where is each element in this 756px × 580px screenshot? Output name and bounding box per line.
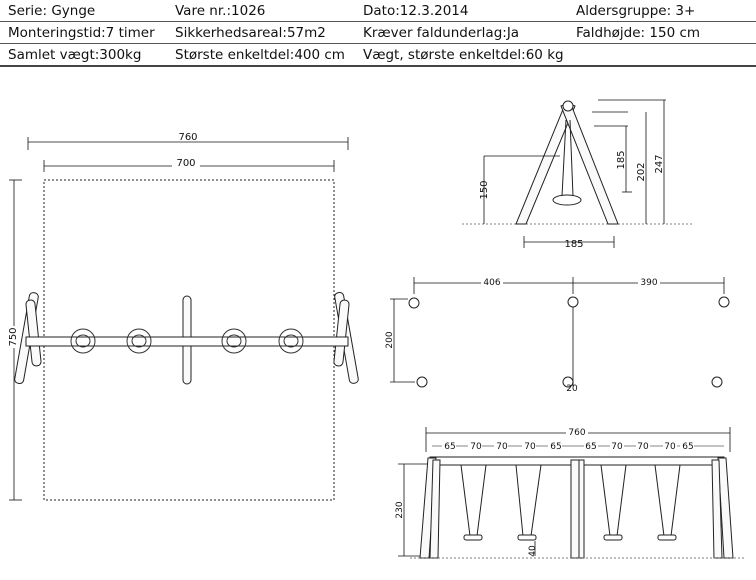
side-view: 150 185 202 247 185 [462,99,692,250]
segment-label: 70 [470,442,482,452]
dato-cell: Dato:12.3.2014 [355,0,568,22]
foundation-left-span-label: 406 [483,278,500,288]
info-table: Serie: Gynge Vare nr.:1026 Dato:12.3.201… [0,0,756,67]
faldunderlag-cell: Kræver faldunderlag:Ja [355,21,568,44]
foundation-view: 406 390 200 20 [385,276,730,394]
front-swings [460,464,681,537]
plan-view: 760 700 750 [7,132,359,501]
segment-label: 65 [682,442,693,452]
front-total-label: 760 [568,428,585,438]
segment-label: 65 [585,442,596,452]
vaegt-stoerste-cell: Vægt, største enkeltdel:60 kg [355,43,568,67]
side-base-label: 185 [564,239,583,250]
info-row: Monteringstid:7 timer Sikkerhedsareal:57… [0,21,756,44]
plan-seats [70,328,304,354]
side-total-height-label: 247 [654,154,665,173]
faldhoejde-cell: Faldhøjde: 150 cm [568,21,756,44]
front-view: 760 65 70 70 70 65 65 70 70 70 65 [395,426,745,559]
segment-label: 70 [637,442,649,452]
segment-label: 70 [664,442,676,452]
vare-nr-cell: Vare nr.:1026 [167,0,355,22]
foundation-right-span-label: 390 [640,278,657,288]
segment-label: 70 [611,442,623,452]
sikkerhedsareal-cell: Sikkerhedsareal:57m2 [167,21,355,44]
front-height-label: 230 [395,501,405,518]
segment-label: 70 [524,442,536,452]
info-row: Serie: Gynge Vare nr.:1026 Dato:12.3.201… [0,0,756,22]
segment-label: 70 [496,442,508,452]
foundation-posts [408,296,730,388]
side-seat-height-label: 150 [479,180,490,199]
front-segment-labels: 65 70 70 70 65 65 70 70 70 65 [442,440,694,452]
front-clearance-label: 40 [528,545,538,557]
side-beam-height-label: 202 [636,162,647,181]
info-row: Samlet vægt:300kg Største enkeltdel:400 … [0,43,756,67]
plan-beam [25,336,349,347]
samlet-vaegt-cell: Samlet vægt:300kg [0,43,167,67]
plan-depth-label: 750 [8,327,19,346]
side-chain-label: 185 [616,150,627,169]
front-legs [419,457,734,559]
serie-cell: Serie: Gynge [0,0,167,22]
foundation-small-label: 20 [566,384,578,394]
segment-label: 65 [550,442,561,452]
aldersgruppe-cell: Aldersgruppe: 3+ [568,0,756,22]
segment-label: 65 [444,442,455,452]
foundation-depth-label: 200 [385,331,395,348]
empty-cell [568,43,756,67]
monteringstid-cell: Monteringstid:7 timer [0,21,167,44]
stoerste-enkeltdel-cell: Største enkeltdel:400 cm [167,43,355,67]
plan-outer-width-label: 760 [178,132,197,143]
plan-inner-width-label: 700 [176,158,195,169]
